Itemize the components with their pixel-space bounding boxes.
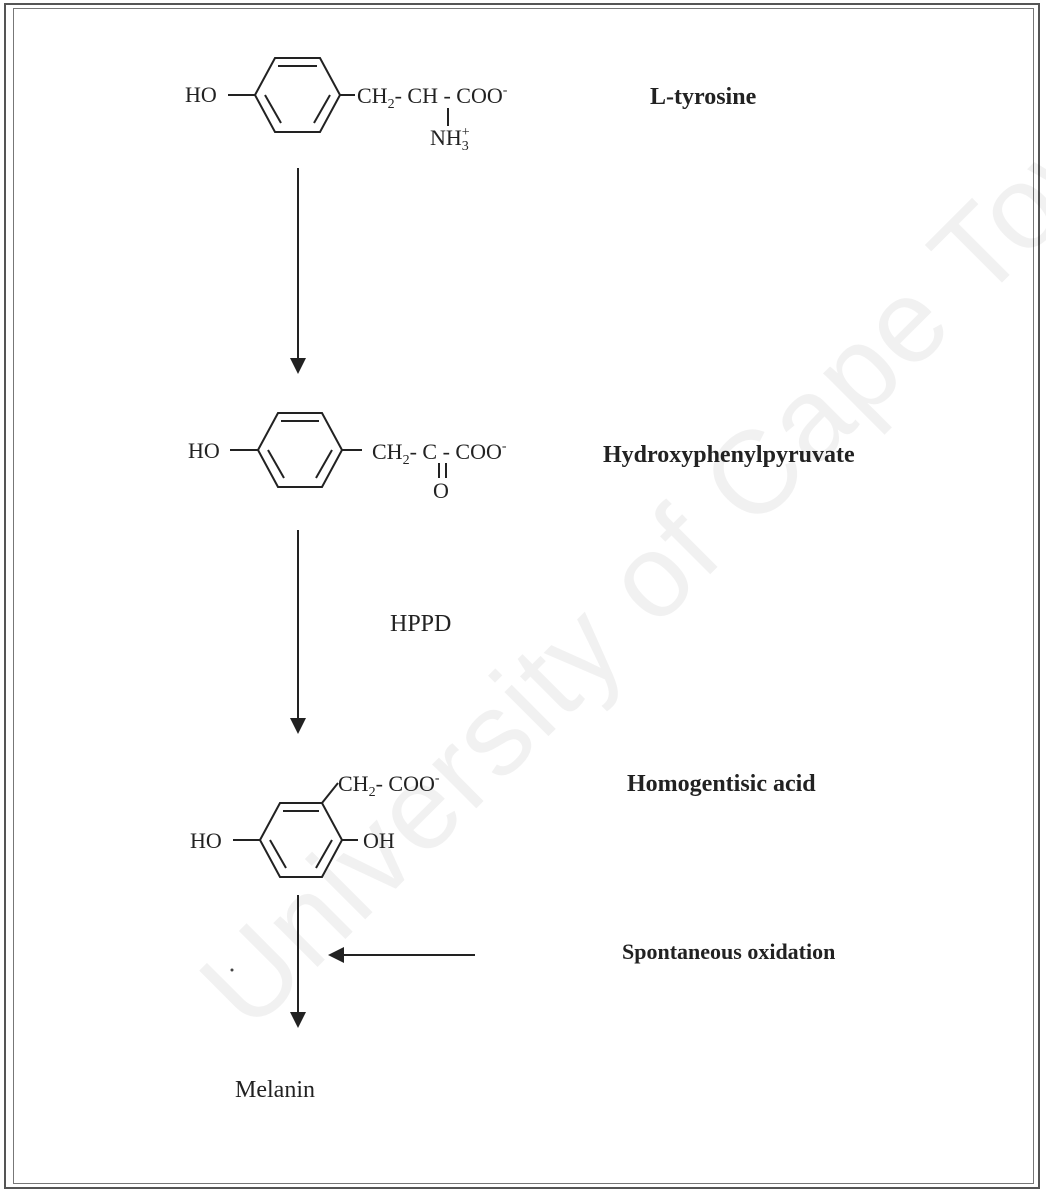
tyrosine-nh: NH bbox=[430, 125, 462, 150]
hga-charge: - bbox=[434, 771, 440, 786]
hga-oh: OH bbox=[363, 828, 395, 853]
hpp-c-coo: C - COO bbox=[422, 439, 502, 464]
outer-frame bbox=[4, 3, 1040, 1189]
process-label: Spontaneous oxidation bbox=[622, 939, 836, 964]
product-label: Melanin bbox=[235, 1077, 315, 1103]
tyrosine-sub3: 3 bbox=[461, 139, 469, 154]
hga-coo: - COO bbox=[375, 771, 435, 796]
hpp-label: Hydroxyphenylpyruvate bbox=[603, 442, 855, 468]
enzyme-label: HPPD bbox=[390, 611, 452, 637]
inner-frame bbox=[13, 8, 1034, 1184]
tyrosine-chain: CH2- CH - COO- bbox=[357, 83, 508, 112]
tyrosine-ho: HO bbox=[185, 82, 217, 107]
tyrosine-nh3: NH+3 bbox=[430, 125, 470, 154]
hga-ho: HO bbox=[190, 828, 222, 853]
hpp-sub2: 2 bbox=[402, 453, 410, 468]
tyrosine-ring bbox=[228, 57, 449, 133]
tyrosine-ch: CH bbox=[357, 83, 388, 108]
tyrosine-label: L-tyrosine bbox=[650, 84, 757, 110]
hga-chain: CH2- COO- bbox=[338, 772, 440, 800]
hpp-ho: HO bbox=[188, 438, 220, 463]
hpp-charge: - bbox=[501, 439, 507, 454]
dot-mark bbox=[230, 968, 234, 972]
hga-ring bbox=[233, 782, 358, 878]
hga-sub2: 2 bbox=[368, 785, 376, 800]
hga-ch: CH bbox=[338, 771, 369, 796]
tyrosine-ch-coo: CH - COO bbox=[407, 83, 503, 108]
hpp-o: O bbox=[433, 478, 449, 503]
tyrosine-charge: - bbox=[502, 83, 508, 98]
tyrosine-sub2: 2 bbox=[387, 97, 395, 112]
tyrosine-plus: + bbox=[461, 125, 470, 140]
hpp-chain: CH2- C - COO- bbox=[372, 439, 507, 468]
hpp-ring bbox=[230, 412, 447, 488]
hpp-ch: CH bbox=[372, 439, 403, 464]
hga-label: Homogentisic acid bbox=[627, 771, 816, 797]
